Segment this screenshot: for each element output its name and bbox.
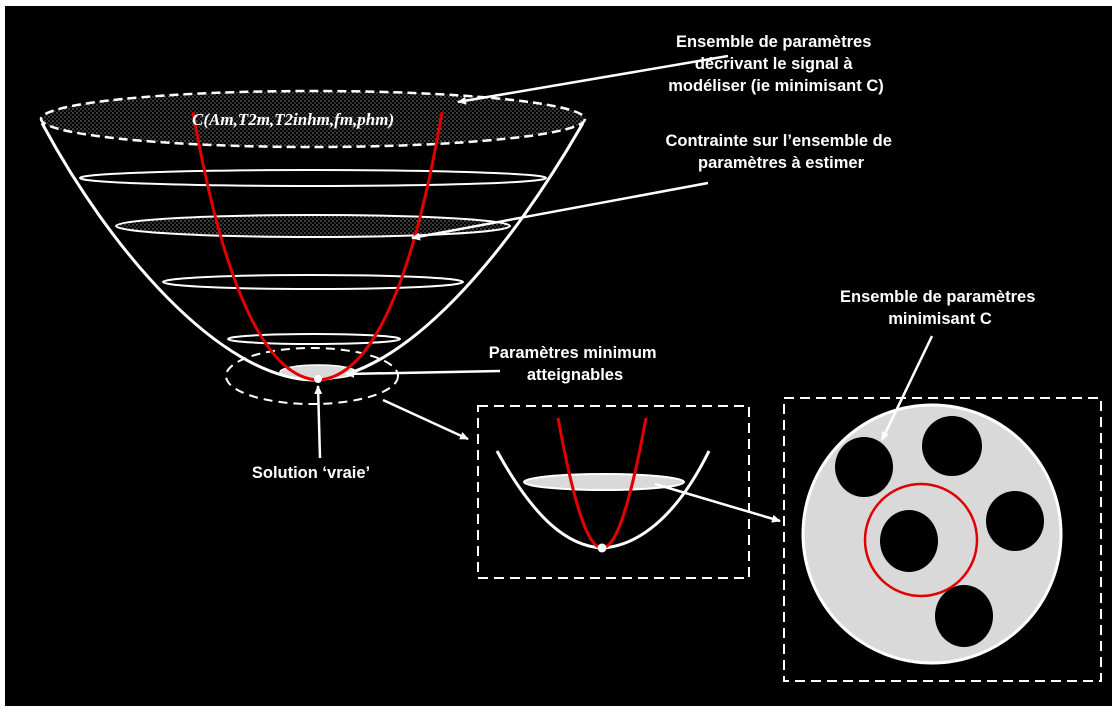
arrow-to-min-reachable bbox=[345, 369, 501, 378]
zoom-cone-outline bbox=[495, 450, 711, 550]
top-level-set-ellipse bbox=[39, 89, 587, 149]
constraint-level-set-ellipse bbox=[115, 214, 511, 238]
zoom-box-frame bbox=[477, 405, 750, 579]
arrow-to-minimizer-hole bbox=[880, 335, 934, 441]
zoom-region-ellipse bbox=[225, 347, 399, 405]
parameter-set-box bbox=[783, 397, 1102, 682]
label-true-solution: Solution ‘vraie’ bbox=[252, 464, 370, 482]
label-constraint: Contrainte sur l’ensemble de paramètres … bbox=[665, 132, 896, 172]
zoom-solution-point bbox=[597, 543, 607, 553]
minimizer-hole-3 bbox=[986, 491, 1044, 551]
true-solution-point bbox=[314, 375, 322, 383]
level-set-ellipse-4 bbox=[227, 333, 401, 345]
arrows bbox=[314, 54, 934, 523]
arrow-box-to-disk bbox=[654, 482, 781, 523]
label-min-reachable: Paramètres minimum atteignables bbox=[489, 344, 661, 384]
minimizer-hole-4 bbox=[880, 510, 938, 572]
minimizer-hole-5 bbox=[935, 585, 993, 647]
zoom-min-reachable-ellipse bbox=[523, 473, 685, 491]
label-param-set-model: Ensemble de paramètres décrivant le sign… bbox=[668, 33, 883, 95]
minimizer-hole-1 bbox=[835, 437, 893, 497]
cost-function-formula: C(Am,T2m,T2inhm,fm,phm) bbox=[192, 110, 394, 129]
minimizer-hole-2 bbox=[922, 416, 982, 476]
cost-function-cone bbox=[39, 89, 587, 405]
label-param-set-min: Ensemble de paramètres minimisant C bbox=[840, 288, 1040, 328]
arrow-to-top-ellipse bbox=[457, 54, 729, 105]
constraint-red-circle bbox=[863, 482, 979, 598]
cone-outline bbox=[40, 122, 585, 382]
level-set-ellipse-3 bbox=[162, 274, 464, 290]
arrow-to-true-solution bbox=[314, 385, 323, 459]
level-set-ellipse-1 bbox=[79, 169, 547, 187]
arrow-to-constraint-ellipse bbox=[411, 181, 709, 241]
arrow-zoom-to-box bbox=[382, 398, 469, 441]
zoom-parabola-box bbox=[477, 405, 750, 579]
parameter-box-frame bbox=[783, 397, 1102, 682]
